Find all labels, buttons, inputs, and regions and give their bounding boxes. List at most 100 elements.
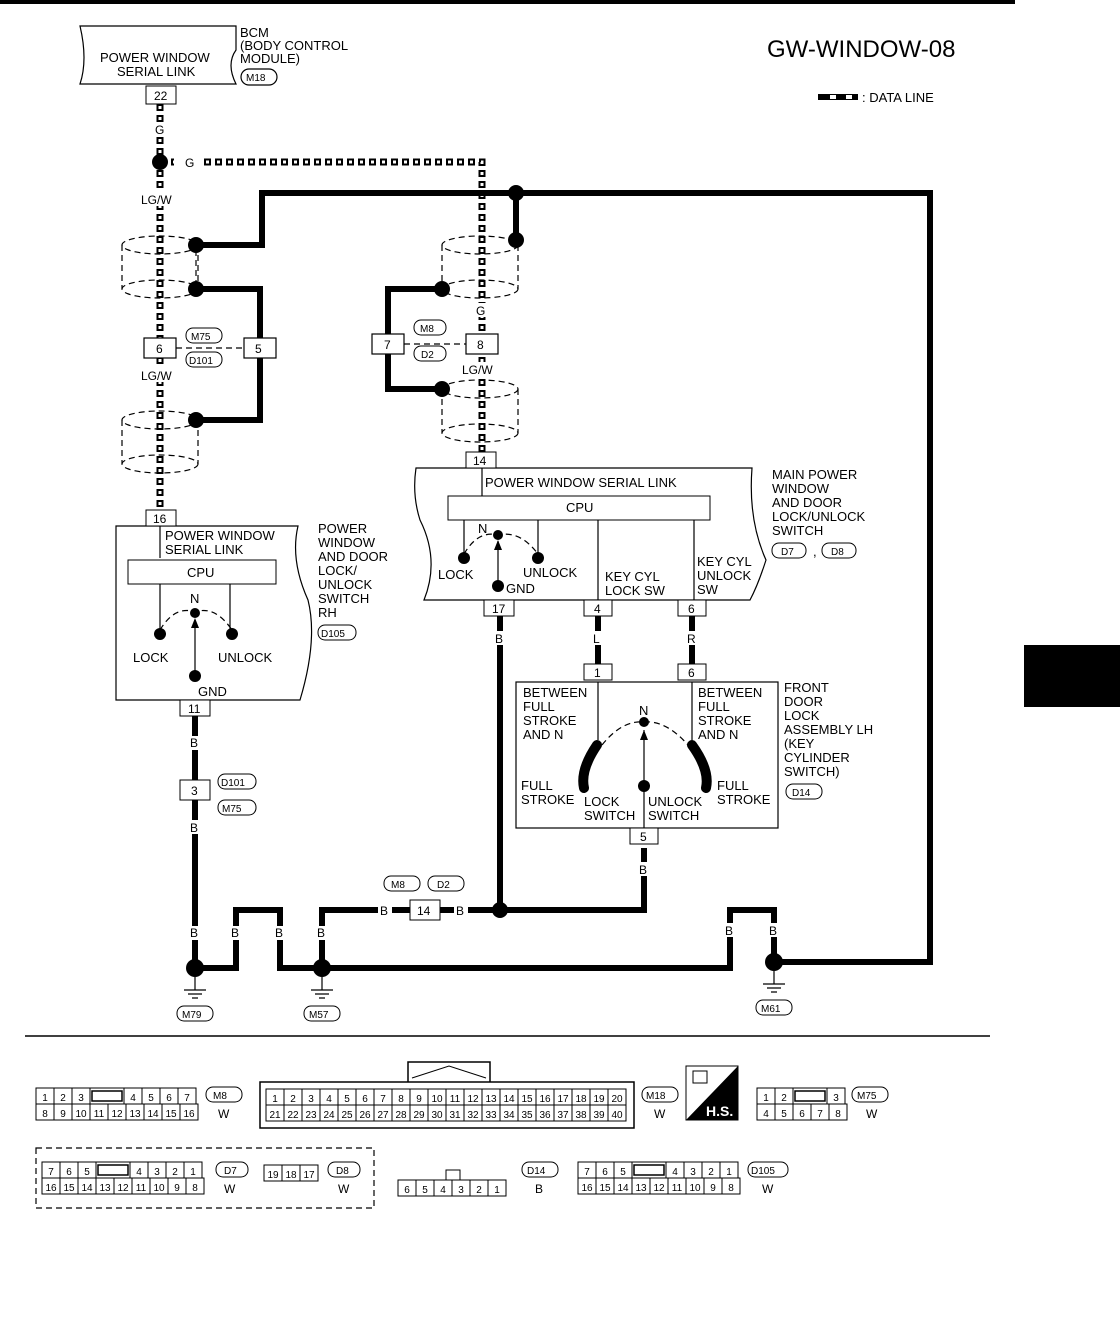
pin-label: 12 bbox=[117, 1183, 129, 1194]
svg-text:SW: SW bbox=[697, 582, 719, 597]
pin-label: 24 bbox=[323, 1110, 335, 1121]
svg-text:ASSEMBLY LH: ASSEMBLY LH bbox=[784, 722, 873, 737]
svg-text:AND N: AND N bbox=[698, 727, 738, 742]
bcm-box-label-1: POWER WINDOW bbox=[100, 50, 210, 65]
pin-label: 14 bbox=[617, 1183, 629, 1194]
pin-label: 22 bbox=[287, 1110, 299, 1121]
pin-label: 5 bbox=[84, 1167, 90, 1178]
svg-text:POWER WINDOW SERIAL LINK: POWER WINDOW SERIAL LINK bbox=[485, 475, 677, 490]
pin-label: 21 bbox=[269, 1110, 281, 1121]
pin-label: 15 bbox=[165, 1109, 177, 1120]
svg-text:RH: RH bbox=[318, 605, 337, 620]
svg-text:GND: GND bbox=[506, 581, 535, 596]
svg-text:CPU: CPU bbox=[566, 500, 593, 515]
svg-text:FRONT: FRONT bbox=[784, 680, 829, 695]
bcm-module: POWER WINDOW SERIAL LINK BCM (BODY CONTR… bbox=[79, 25, 348, 105]
svg-text:WINDOW: WINDOW bbox=[772, 481, 830, 496]
svg-text:SWITCH: SWITCH bbox=[318, 591, 369, 606]
pin-label: 1 bbox=[494, 1185, 500, 1196]
svg-text:AND DOOR: AND DOOR bbox=[772, 495, 842, 510]
svg-text:GND: GND bbox=[198, 684, 227, 699]
data-line-legend: : DATA LINE bbox=[818, 90, 934, 105]
svg-text:SWITCH): SWITCH) bbox=[784, 764, 840, 779]
pin-label: 1 bbox=[272, 1094, 278, 1105]
svg-text:G: G bbox=[476, 304, 485, 318]
shield-left-lower bbox=[121, 410, 199, 474]
svg-text:B: B bbox=[231, 926, 239, 940]
svg-text:N: N bbox=[639, 703, 648, 718]
main-gnd-wire bbox=[440, 615, 503, 913]
pin-label: 23 bbox=[305, 1110, 317, 1121]
svg-text:UNLOCK: UNLOCK bbox=[318, 577, 373, 592]
svg-text:LOCK/: LOCK/ bbox=[318, 563, 357, 578]
pin-label: 31 bbox=[449, 1110, 461, 1121]
pin-label: 11 bbox=[450, 1094, 461, 1105]
pin-label: 5 bbox=[620, 1167, 626, 1178]
pin-label: 18 bbox=[575, 1094, 587, 1105]
svg-text:B: B bbox=[639, 863, 647, 877]
connector-view-d105-color: W bbox=[762, 1182, 774, 1196]
bcm-name-1: BCM bbox=[240, 25, 269, 40]
ground-m61: M61 bbox=[755, 953, 793, 1016]
legend-label: : DATA LINE bbox=[862, 90, 934, 105]
pin-label: 9 bbox=[416, 1094, 422, 1105]
shield-left-upper bbox=[121, 235, 199, 299]
pin-label: 8 bbox=[835, 1109, 841, 1120]
pin-label: 4 bbox=[440, 1185, 446, 1196]
joint-connector-lower: 3 D101 M75 bbox=[179, 773, 257, 816]
svg-text:M75: M75 bbox=[191, 332, 211, 343]
pin-label: 17 bbox=[303, 1170, 315, 1181]
pin-label: 3 bbox=[833, 1093, 839, 1104]
harness-side-badge: H.S. bbox=[685, 1065, 739, 1121]
bcm-connector: M18 bbox=[246, 73, 266, 84]
connector-view-d14-color: B bbox=[535, 1182, 543, 1196]
pin-label: 1 bbox=[190, 1167, 196, 1178]
connector-view-d7-color: W bbox=[224, 1182, 236, 1196]
pin-label: 26 bbox=[359, 1110, 371, 1121]
pin-label: 9 bbox=[60, 1109, 66, 1120]
shield-right-upper bbox=[441, 235, 519, 299]
svg-text:LOCK: LOCK bbox=[584, 794, 620, 809]
pin-label: 30 bbox=[431, 1110, 443, 1121]
pin-label: 35 bbox=[521, 1110, 533, 1121]
connector-pin bbox=[487, 1179, 507, 1197]
connector-pin bbox=[179, 1103, 199, 1121]
pin-label: 16 bbox=[581, 1183, 593, 1194]
pin-label: 3 bbox=[458, 1185, 464, 1196]
svg-text:B: B bbox=[190, 926, 198, 940]
svg-text:D101: D101 bbox=[189, 356, 213, 367]
bcm-name-2: (BODY CONTROL bbox=[240, 38, 348, 53]
pin-label: 33 bbox=[485, 1110, 497, 1121]
svg-text:FULL: FULL bbox=[523, 699, 555, 714]
ground-m57: M57 bbox=[303, 959, 341, 1022]
svg-text:POWER WINDOW: POWER WINDOW bbox=[165, 528, 275, 543]
door-gnd-wire bbox=[500, 848, 647, 913]
svg-text:D7: D7 bbox=[781, 547, 794, 558]
pin-label: 6 bbox=[362, 1094, 368, 1105]
pin-label: 1 bbox=[726, 1167, 732, 1178]
d7-d8-group-box bbox=[35, 1147, 375, 1209]
svg-text:KEY CYL: KEY CYL bbox=[697, 554, 752, 569]
svg-text:B: B bbox=[456, 904, 464, 918]
svg-text:UNLOCK: UNLOCK bbox=[218, 650, 273, 665]
pin-label: 11 bbox=[94, 1109, 105, 1120]
pin-label: 29 bbox=[413, 1110, 425, 1121]
pin-label: 16 bbox=[539, 1094, 551, 1105]
pin-label: 2 bbox=[60, 1093, 66, 1104]
pin-label: 10 bbox=[153, 1183, 165, 1194]
pin-label: 8 bbox=[42, 1109, 48, 1120]
section-tab bbox=[1024, 645, 1120, 707]
pin-label: 14 bbox=[147, 1109, 159, 1120]
pin-label: 34 bbox=[503, 1110, 515, 1121]
svg-text:B: B bbox=[725, 924, 733, 938]
pin-label: 5 bbox=[344, 1094, 350, 1105]
svg-text:17: 17 bbox=[492, 602, 506, 616]
svg-text:DOOR: DOOR bbox=[784, 694, 823, 709]
pin-label: 7 bbox=[380, 1094, 386, 1105]
svg-text:D105: D105 bbox=[321, 629, 345, 640]
connector-view-d14-id: D14 bbox=[527, 1166, 546, 1177]
svg-text:FULL: FULL bbox=[521, 778, 553, 793]
